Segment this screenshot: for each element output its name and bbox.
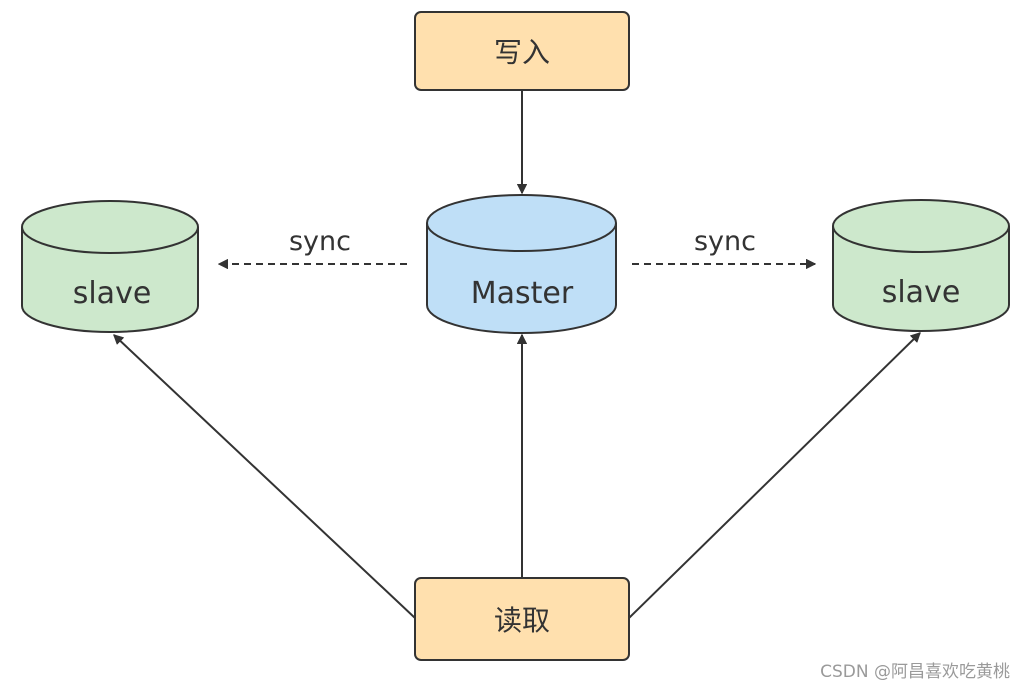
read-label: 读取 bbox=[494, 604, 550, 637]
slave-left-node: slave bbox=[21, 200, 199, 333]
sync-left-label: sync bbox=[289, 226, 351, 257]
slave-right-node: slave bbox=[832, 199, 1010, 332]
slave-right-label: slave bbox=[882, 275, 961, 310]
read-node: 读取 bbox=[414, 577, 630, 661]
write-node: 写入 bbox=[414, 11, 630, 91]
master-label: Master bbox=[471, 276, 574, 311]
read-to-slave-right-arrow bbox=[628, 333, 920, 619]
sync-right-label: sync bbox=[694, 226, 756, 257]
slave-left-label: slave bbox=[73, 276, 152, 311]
watermark: CSDN @阿昌喜欢吃黄桃 bbox=[820, 662, 1010, 682]
read-to-slave-left-arrow bbox=[114, 335, 416, 619]
write-label: 写入 bbox=[494, 36, 550, 69]
master-node: Master bbox=[426, 194, 617, 334]
